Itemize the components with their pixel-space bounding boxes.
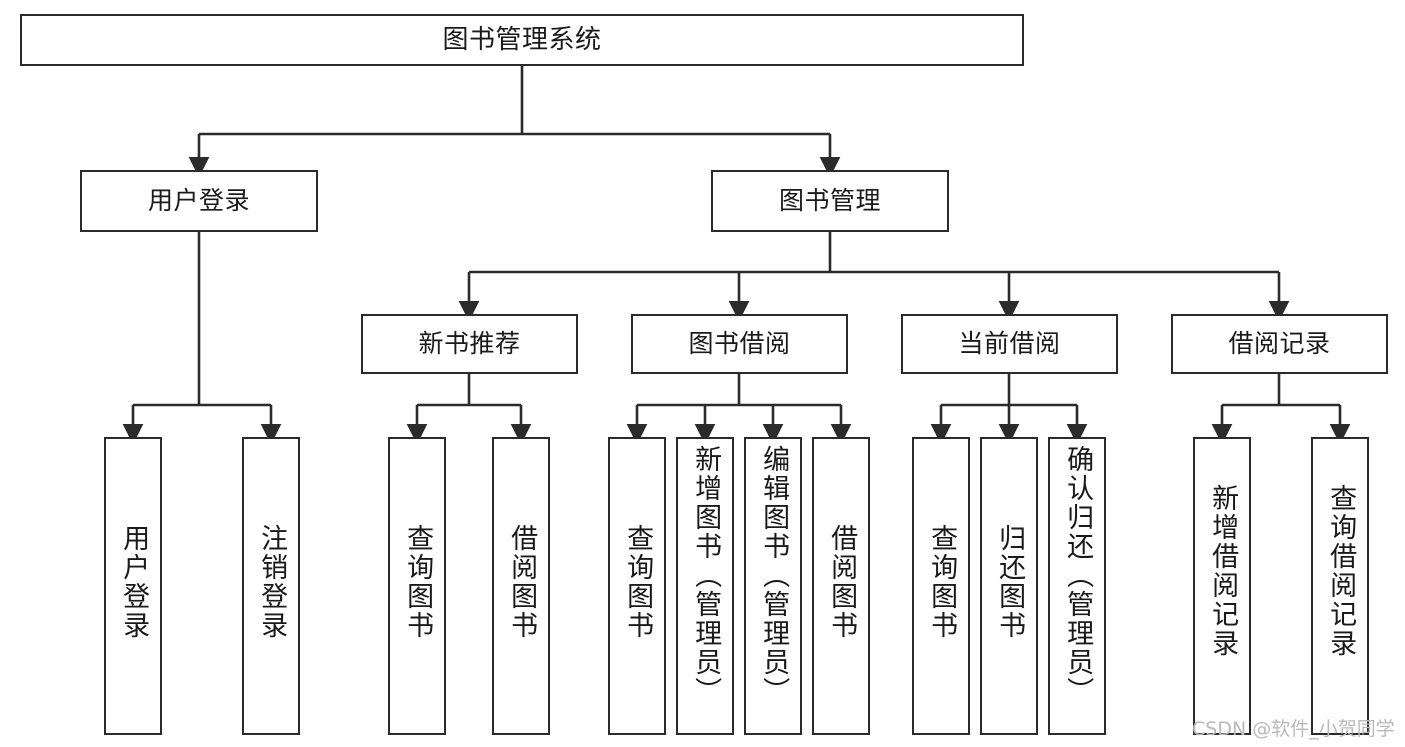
node-label: 借阅图书 [506,524,538,640]
node-label: 图书借阅 [688,329,791,359]
node-book-manage[interactable]: 图书管理 [711,170,949,232]
node-label: 查询图书 [402,524,434,640]
node-leaf-query-book-3[interactable]: 查询图书 [912,437,970,735]
node-label: 借阅图书 [826,524,858,640]
node-leaf-borrow-book-2[interactable]: 借阅图书 [812,437,870,735]
node-label: 注销登录 [256,524,288,640]
node-label: 用户登录 [118,524,150,640]
node-label: 归还图书 [994,524,1026,640]
node-label: 新增图书（管理员） [690,445,722,706]
node-leaf-borrow-book-1[interactable]: 借阅图书 [492,437,550,735]
node-label: 查询图书 [926,524,958,640]
node-label: 用户登录 [147,186,250,216]
node-leaf-edit-book[interactable]: 编辑图书（管理员） [744,437,802,735]
node-current-borrow[interactable]: 当前借阅 [901,314,1118,374]
node-label: 编辑图书（管理员） [758,445,790,706]
node-leaf-confirm-return[interactable]: 确认归还（管理员） [1048,437,1106,735]
node-leaf-query-book-1[interactable]: 查询图书 [388,437,446,735]
node-label: 图书管理 [778,186,881,216]
node-book-management-system[interactable]: 图书管理系统 [20,14,1024,66]
node-label: 确认归还（管理员） [1062,445,1094,706]
node-leaf-return-book[interactable]: 归还图书 [980,437,1038,735]
node-leaf-query-book-2[interactable]: 查询图书 [608,437,666,735]
node-label: 查询借阅记录 [1325,484,1357,658]
node-borrow-record[interactable]: 借阅记录 [1171,314,1388,374]
node-new-book-recommend[interactable]: 新书推荐 [361,314,578,374]
node-leaf-query-record[interactable]: 查询借阅记录 [1311,437,1369,735]
node-leaf-add-book[interactable]: 新增图书（管理员） [676,437,734,735]
node-label: 新书推荐 [418,329,521,359]
node-leaf-logout-login[interactable]: 注销登录 [242,437,300,735]
node-label: 借阅记录 [1228,329,1331,359]
node-label: 当前借阅 [958,329,1061,359]
node-label: 新增借阅记录 [1207,484,1239,658]
node-label: 图书管理系统 [442,24,602,55]
node-book-borrow[interactable]: 图书借阅 [631,314,848,374]
node-user-login[interactable]: 用户登录 [80,170,318,232]
node-leaf-add-record[interactable]: 新增借阅记录 [1193,437,1251,735]
node-leaf-user-login[interactable]: 用户登录 [104,437,162,735]
csdn-watermark: CSDN @软件_小贺同学 [1192,718,1395,740]
node-label: 查询图书 [622,524,654,640]
